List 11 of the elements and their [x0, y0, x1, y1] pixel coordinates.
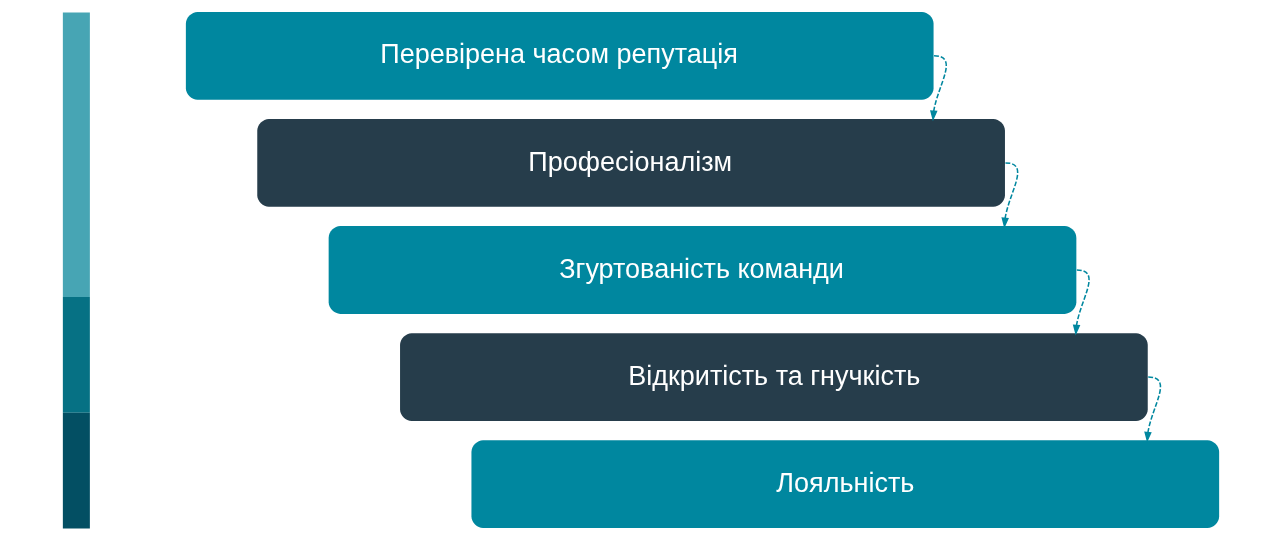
node-box: Лояльність: [471, 440, 1220, 529]
node-bar: [62, 412, 90, 529]
arrow: [1144, 376, 1162, 443]
node-bar: [62, 297, 90, 413]
arrow: [1001, 162, 1019, 229]
node-bar: [62, 12, 90, 297]
node-box: Відкритість та гнучкість: [400, 333, 1148, 421]
node-box: Перевірена часом репутація: [185, 11, 934, 100]
arrow: [930, 55, 947, 122]
node-box: Професіоналізм: [257, 119, 1005, 207]
node-box: Згуртованість команди: [328, 226, 1077, 314]
